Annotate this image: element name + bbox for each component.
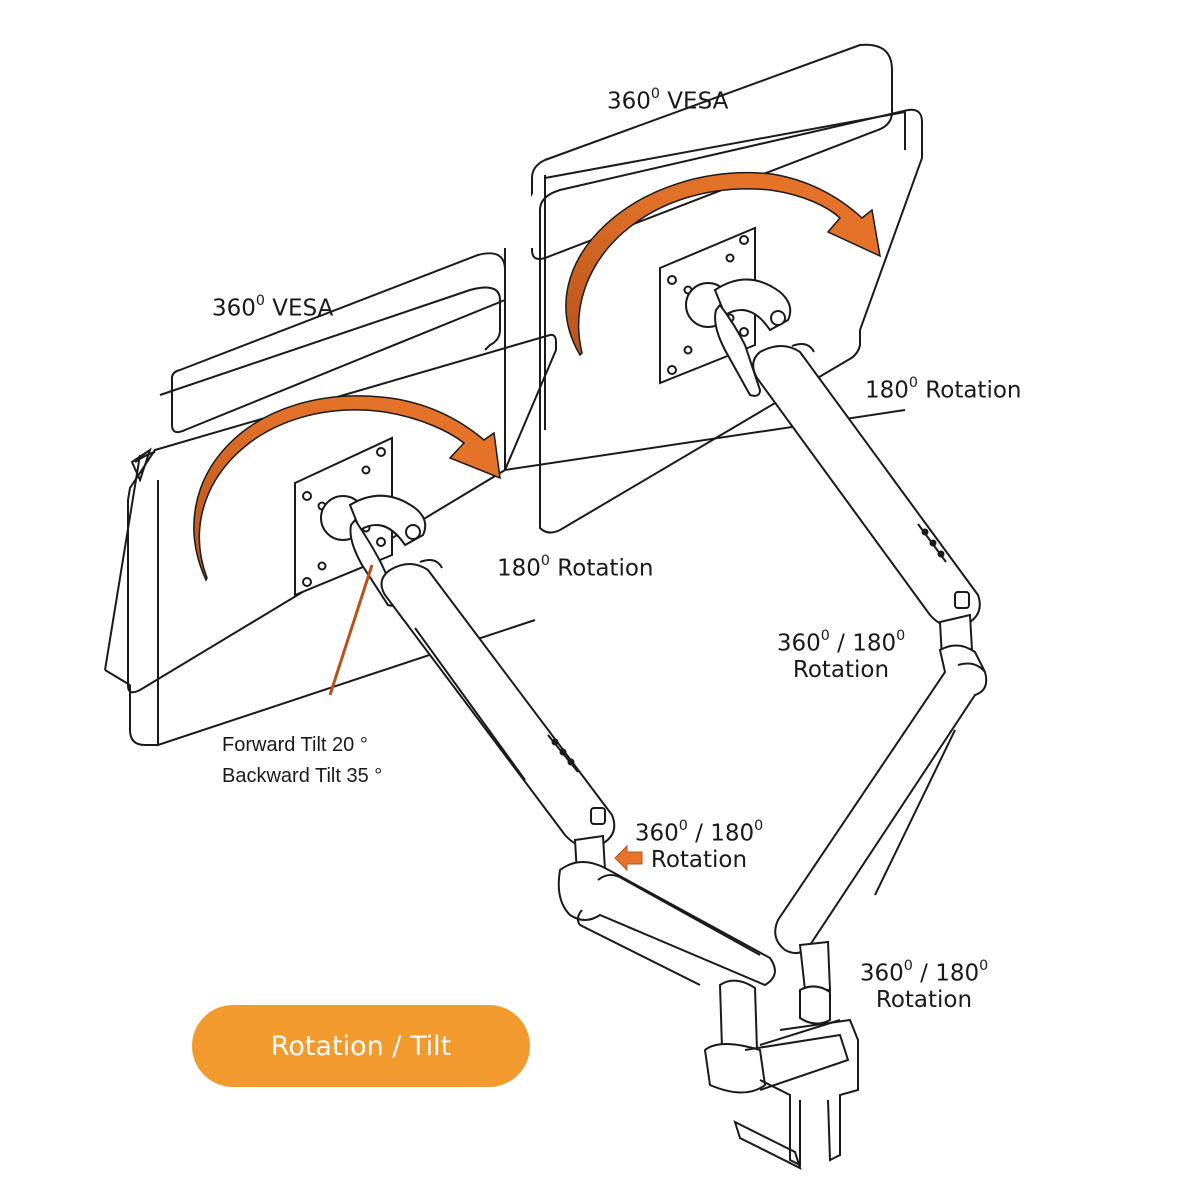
joint-label-lower-right: 3600 / 1800 Rotation	[859, 957, 989, 1013]
rotation-arrow-left	[193, 395, 501, 582]
right-monitor-outline	[504, 43, 923, 534]
joint-label-center: 3600 / 1800 Rotation	[634, 817, 764, 873]
rotation-label-left: 1800 Rotation	[497, 552, 654, 582]
rotation-arrow-right	[565, 172, 881, 357]
tilt-pointer-line	[328, 564, 374, 696]
tilt-backward-text: Backward Tilt 35 °	[222, 765, 383, 787]
joint-label-upper-right: 3600 / 1800 Rotation	[776, 627, 906, 683]
right-lower-arm	[774, 613, 988, 1025]
joint-pointer-arrow	[614, 844, 643, 872]
right-vesa-plate	[659, 226, 792, 397]
vesa-label-right: 3600 VESA	[607, 85, 729, 115]
rotation-label-right: 1800 Rotation	[865, 374, 1022, 404]
desk-clamp	[733, 1018, 859, 1170]
tilt-label: Forward Tilt 20 ° Backward Tilt 35 °	[222, 730, 382, 792]
left-upper-arm	[380, 559, 616, 848]
rotation-tilt-badge: Rotation / Tilt	[192, 1005, 530, 1087]
badge-text: Rotation / Tilt	[270, 1030, 452, 1062]
tilt-forward-text: Forward Tilt 20 °	[222, 734, 368, 756]
center-arm	[557, 834, 841, 1094]
vesa-label-left: 3600 VESA	[212, 292, 334, 322]
